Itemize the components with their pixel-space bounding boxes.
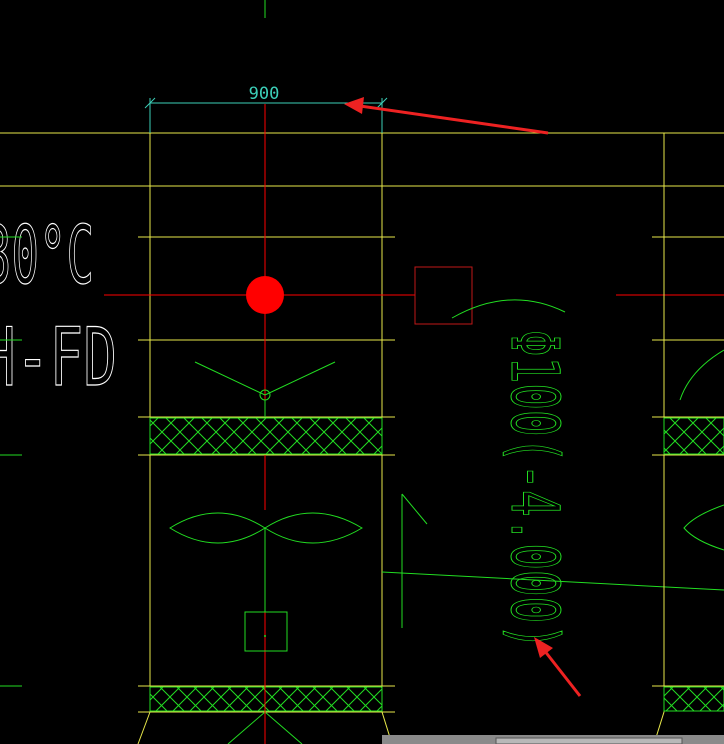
- dimension-tick-left: [144, 97, 156, 109]
- dimension-value: 900: [249, 84, 280, 104]
- leader-bracket-end: [401, 493, 428, 525]
- adjacent-sprinkler-arm: [679, 349, 724, 401]
- sprinkler-arm-right: [264, 361, 336, 396]
- annotation-arrow-bottom-head: [534, 637, 553, 658]
- annotation-arrow-top-shaft: [359, 104, 549, 135]
- packing-layer-lower: [149, 686, 383, 712]
- pipe-spec-label: Φ100(-4.000): [496, 330, 573, 650]
- fan-blade-right: [264, 512, 363, 544]
- sprinkler-arm-left: [194, 361, 266, 396]
- motor-box[interactable]: [244, 611, 288, 652]
- spec-arc: [451, 299, 566, 319]
- dimension-tick-right: [376, 97, 388, 109]
- base-leg-left: [137, 711, 151, 744]
- leader-line: [381, 571, 724, 591]
- annotation-arrow-bottom-shaft: [542, 649, 582, 697]
- base-brace-right: [264, 711, 303, 744]
- bottom-toolbar-field[interactable]: [495, 737, 683, 744]
- packing-layer-upper: [149, 417, 383, 455]
- base-brace-left: [227, 711, 266, 744]
- annotation-arrow-top-head: [344, 97, 364, 114]
- temperature-label: 30°C: [0, 209, 94, 302]
- adjacent-packing-upper: [663, 417, 724, 455]
- adjacent-packing-lower: [663, 686, 724, 712]
- pipe-spec-group: Φ100(-4.000): [496, 330, 574, 651]
- adjacent-fan-blade: [683, 504, 724, 551]
- motor-center-dot: [264, 635, 266, 637]
- inlet-box[interactable]: [414, 266, 473, 325]
- model-label: H-FD: [0, 311, 117, 404]
- nozzle-point-marker[interactable]: [246, 276, 284, 314]
